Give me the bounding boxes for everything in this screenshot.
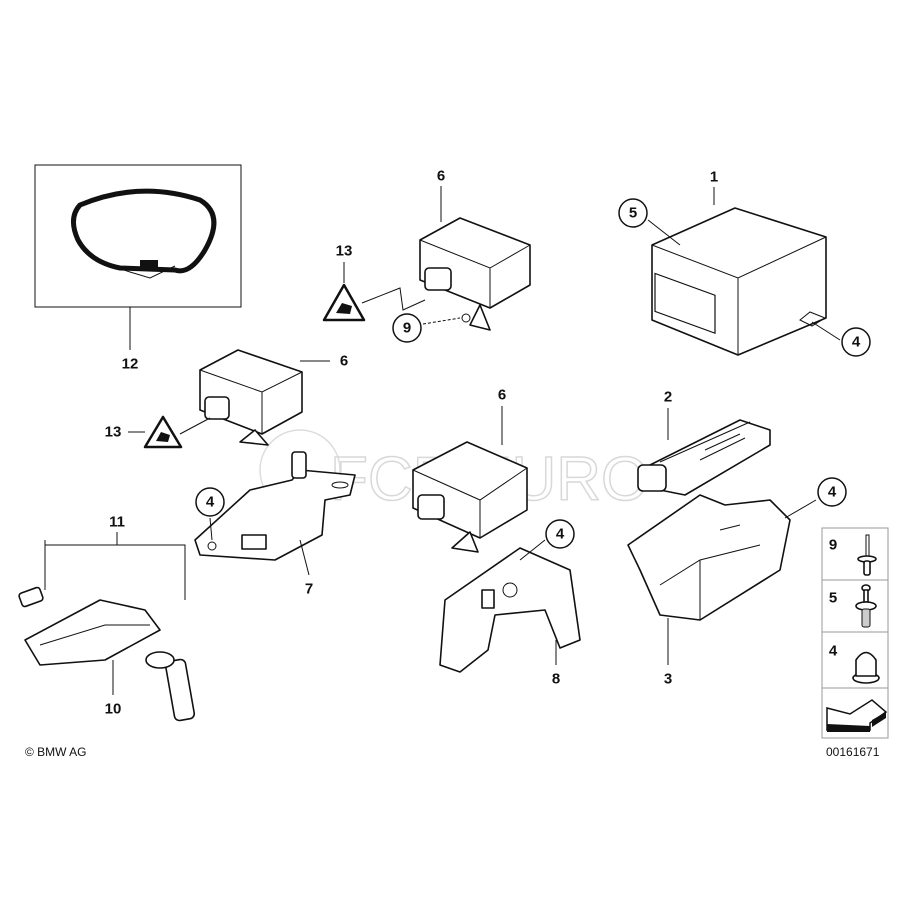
legend-item-5[interactable]: 5 (829, 584, 877, 628)
callout-4[interactable]: 4 (206, 494, 215, 511)
part-6-control-unit-center[interactable] (412, 441, 528, 553)
legend-number: 5 (829, 590, 837, 607)
callout-11[interactable]: 11 (109, 514, 125, 531)
legend-item-9[interactable]: 9 (829, 534, 877, 576)
callout-9[interactable]: 9 (403, 320, 411, 337)
screw-rivet-icon (855, 584, 877, 628)
callout-12[interactable]: 12 (122, 356, 139, 373)
part-1-control-module[interactable] (651, 207, 827, 356)
callouts: 6 1 5 13 9 4 12 6 13 6 2 4 4 4 11 7 8 3 … (105, 168, 871, 718)
callout-6[interactable]: 6 (437, 168, 445, 185)
diagram-id: 00161671 (826, 745, 880, 759)
callout-13[interactable]: 13 (336, 243, 353, 260)
callout-3[interactable]: 3 (664, 671, 672, 688)
part-7-bracket[interactable] (194, 451, 356, 561)
fastener-legend: 9 5 4 (821, 527, 889, 739)
part-6-control-unit-top[interactable] (419, 217, 531, 331)
warning-label-13-left[interactable] (143, 415, 183, 449)
callout-8[interactable]: 8 (552, 671, 560, 688)
part-2-antenna[interactable] (637, 419, 771, 496)
legend-number: 9 (829, 537, 837, 554)
callout-4[interactable]: 4 (852, 334, 861, 351)
callout-7[interactable]: 7 (305, 581, 313, 598)
callout-4[interactable]: 4 (828, 484, 837, 501)
callout-6[interactable]: 6 (340, 353, 348, 370)
callout-4[interactable]: 4 (556, 526, 565, 543)
part-3-holder[interactable] (627, 494, 791, 621)
callout-5[interactable]: 5 (629, 205, 637, 222)
callout-2[interactable]: 2 (664, 389, 672, 406)
part-10-11-tire-sensor[interactable] (18, 540, 196, 722)
direction-arrow-icon (826, 699, 888, 732)
warning-label-13-top[interactable] (322, 283, 366, 322)
legend-item-4[interactable]: 4 (829, 643, 880, 684)
part-6-control-unit-left[interactable] (199, 349, 303, 446)
callout-1[interactable]: 1 (710, 169, 718, 186)
callout-6[interactable]: 6 (498, 387, 506, 404)
callout-10[interactable]: 10 (105, 701, 122, 718)
part-12-tire-box[interactable] (34, 164, 242, 308)
legend-number: 4 (829, 643, 838, 660)
nut-icon (852, 651, 880, 684)
rivet-icon (857, 534, 877, 576)
callout-13[interactable]: 13 (105, 424, 122, 441)
part-8-bracket[interactable] (439, 547, 581, 673)
copyright-text: © BMW AG (25, 745, 87, 759)
